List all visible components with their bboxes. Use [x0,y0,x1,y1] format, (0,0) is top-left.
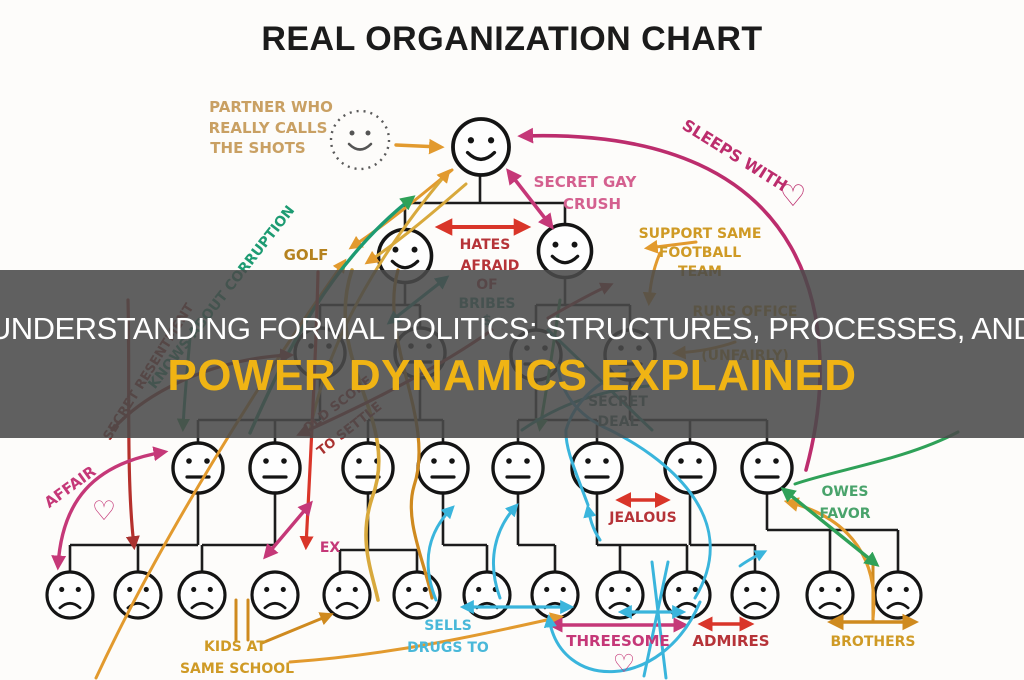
arrow-ex [263,500,313,560]
headline-line2: POWER DYNAMICS EXPLAINED [167,350,857,400]
kids-bars [234,598,250,642]
arrow-cyan-up-2 [492,503,519,600]
arrow-partner-to-ceo [394,138,445,155]
cyan-zigzag [642,560,670,680]
label-admires: ADMIRES [692,632,769,650]
person-node [416,441,470,495]
arrow-kids-1 [260,612,334,645]
headline-line1: UNDERSTANDING FORMAL POLITICS: STRUCTURE… [0,310,1024,346]
label-hates: HATES [460,237,511,253]
label-jealous: JEALOUS [608,510,676,526]
person-node [462,570,512,620]
label-football: SUPPORT SAME [639,226,762,242]
arrow-affair [51,446,169,571]
heart-icon: ♡ [92,496,116,527]
person-node [177,570,227,620]
arrow-cyan-up-1 [426,505,455,602]
label-partner: PARTNER WHO [209,98,333,116]
arrow-cyan-arc [543,600,702,674]
page-title: REAL ORGANIZATION CHART [261,20,763,58]
owes-source-curve [793,430,960,486]
person-node [740,441,794,495]
heart-icon: ♡ [613,649,635,678]
person-node [248,441,302,495]
label-partner: REALLY CALLS [209,119,328,137]
person-node [322,570,372,620]
label-kids-same-school: KIDS AT [204,639,266,655]
arrow-owes-favor [780,487,880,567]
heart-icon: ♡ [780,179,807,214]
label-sells-drugs: DRUGS TO [407,640,489,656]
arrow-cyan-up-3 [583,504,602,542]
person-node [45,570,95,620]
label-owes-favor: OWES [822,484,869,500]
person-node [530,570,580,620]
person-node [805,570,855,620]
label-partner: THE SHOTS [210,139,305,157]
arrow-cyan-small [738,550,768,568]
person-node [730,570,780,620]
person-node-ceo [451,117,511,177]
person-node [491,441,545,495]
label-ex: EX [320,540,341,556]
label-affair: AFFAIR [41,462,100,512]
label-brothers: BROTHERS [830,634,915,650]
label-sells-drugs: SELLS [424,618,472,634]
person-node [341,441,395,495]
label-threesome: THREESOME [566,632,670,650]
headline-banner: UNDERSTANDING FORMAL POLITICS: STRUCTURE… [0,270,1024,438]
label-secret-gay-crush: CRUSH [563,195,621,213]
arrow-kids-2 [288,612,565,664]
people [45,109,923,620]
partner-node [329,109,391,171]
label-kids-same-school: SAME SCHOOL [180,661,294,677]
arrow-secret-gay-crush [506,168,554,230]
person-node [250,570,300,620]
label-secret-gay-crush: SECRET GAY [534,173,638,191]
person-node [873,570,923,620]
label-football: FOOTBALL [659,245,741,261]
arrow-golf-2 [364,182,468,265]
label-owes-favor: FAVOR [819,506,870,522]
person-node [663,441,717,495]
label-golf: GOLF [284,246,329,264]
arrow-football-left [643,239,698,254]
